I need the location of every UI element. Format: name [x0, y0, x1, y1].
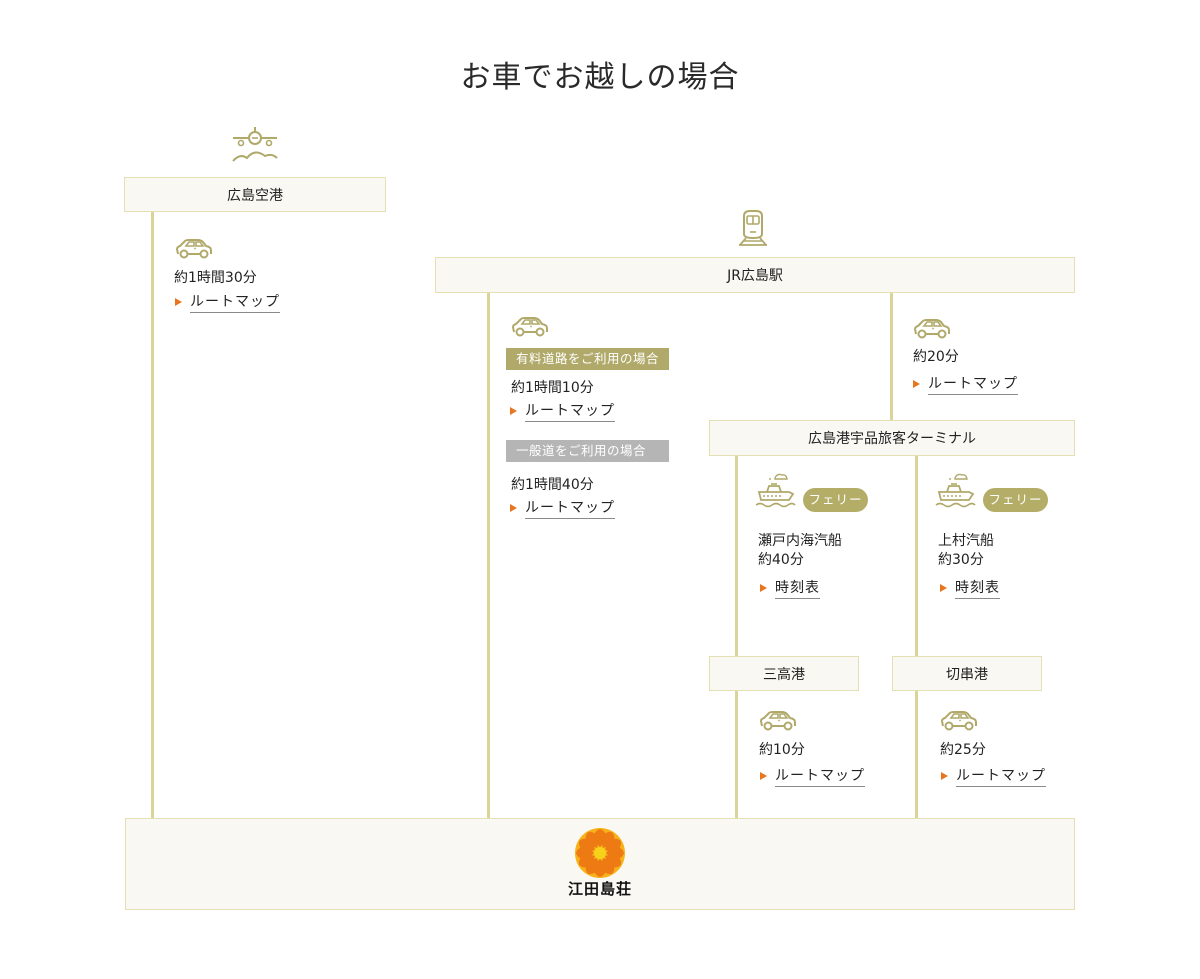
connector-ferry-2 — [915, 455, 918, 819]
ferry-icon — [753, 470, 797, 514]
airplane-icon — [230, 126, 280, 164]
station-box: JR広島駅 — [435, 257, 1075, 293]
connector-station-terminal — [890, 292, 893, 421]
kirikushi-travel-time: 約25分 — [940, 742, 986, 758]
port-box-mitaka: 三高港 — [709, 656, 859, 691]
car-icon — [912, 318, 952, 340]
toll-travel-time: 約1時間10分 — [511, 380, 594, 396]
ferry-company: 瀬戸内海汽船 — [758, 533, 842, 549]
arrow-icon — [760, 584, 767, 592]
arrow-icon — [913, 380, 920, 388]
general-travel-time: 約1時間40分 — [511, 477, 594, 493]
kirikushi-route-map-link[interactable]: ルートマップ — [941, 765, 1046, 787]
terminal-box: 広島港宇品旅客ターミナル — [709, 420, 1075, 456]
ferry-travel-time: 約30分 — [938, 552, 984, 568]
ferry-company: 上村汽船 — [938, 533, 994, 549]
mitaka-travel-time: 約10分 — [759, 742, 805, 758]
arrow-icon — [510, 504, 517, 512]
car-icon — [174, 238, 214, 260]
general-road-badge: 一般道をご利用の場合 — [506, 440, 669, 462]
mitaka-route-map-link[interactable]: ルートマップ — [760, 765, 865, 787]
ferry-pill: フェリー — [983, 488, 1048, 512]
destination-logo-text: 江田島荘 — [567, 880, 632, 898]
ferry-icon — [933, 470, 977, 514]
connector-ferry-1 — [735, 455, 738, 819]
ferry-timetable-link[interactable]: 時刻表 — [760, 577, 820, 599]
car-icon — [758, 710, 798, 732]
car-icon — [939, 710, 979, 732]
connector-station-toll — [487, 292, 490, 819]
arrow-icon — [941, 772, 948, 780]
arrow-icon — [760, 772, 767, 780]
page-title: お車でお越しの場合 — [460, 60, 740, 95]
car-icon — [510, 316, 550, 338]
arrow-icon — [510, 407, 517, 415]
toll-road-badge: 有料道路をご利用の場合 — [506, 348, 669, 370]
port-box-kirikushi: 切串港 — [892, 656, 1042, 691]
arrow-icon — [940, 584, 947, 592]
airport-route-map-link[interactable]: ルートマップ — [175, 291, 280, 313]
general-route-map-link[interactable]: ルートマップ — [510, 497, 615, 519]
ferry-travel-time: 約40分 — [758, 552, 804, 568]
airport-box: 広島空港 — [124, 177, 386, 212]
ferry-pill: フェリー — [803, 488, 868, 512]
ferry-timetable-link[interactable]: 時刻表 — [940, 577, 1000, 599]
station-terminal-route-map-link[interactable]: ルートマップ — [913, 373, 1018, 395]
airport-travel-time: 約1時間30分 — [174, 270, 257, 286]
toll-route-map-link[interactable]: ルートマップ — [510, 400, 615, 422]
chrysanthemum-logo-icon — [574, 827, 626, 883]
arrow-icon — [175, 298, 182, 306]
station-terminal-travel-time: 約20分 — [913, 349, 959, 365]
train-icon — [738, 208, 768, 246]
connector-airport — [151, 211, 154, 819]
